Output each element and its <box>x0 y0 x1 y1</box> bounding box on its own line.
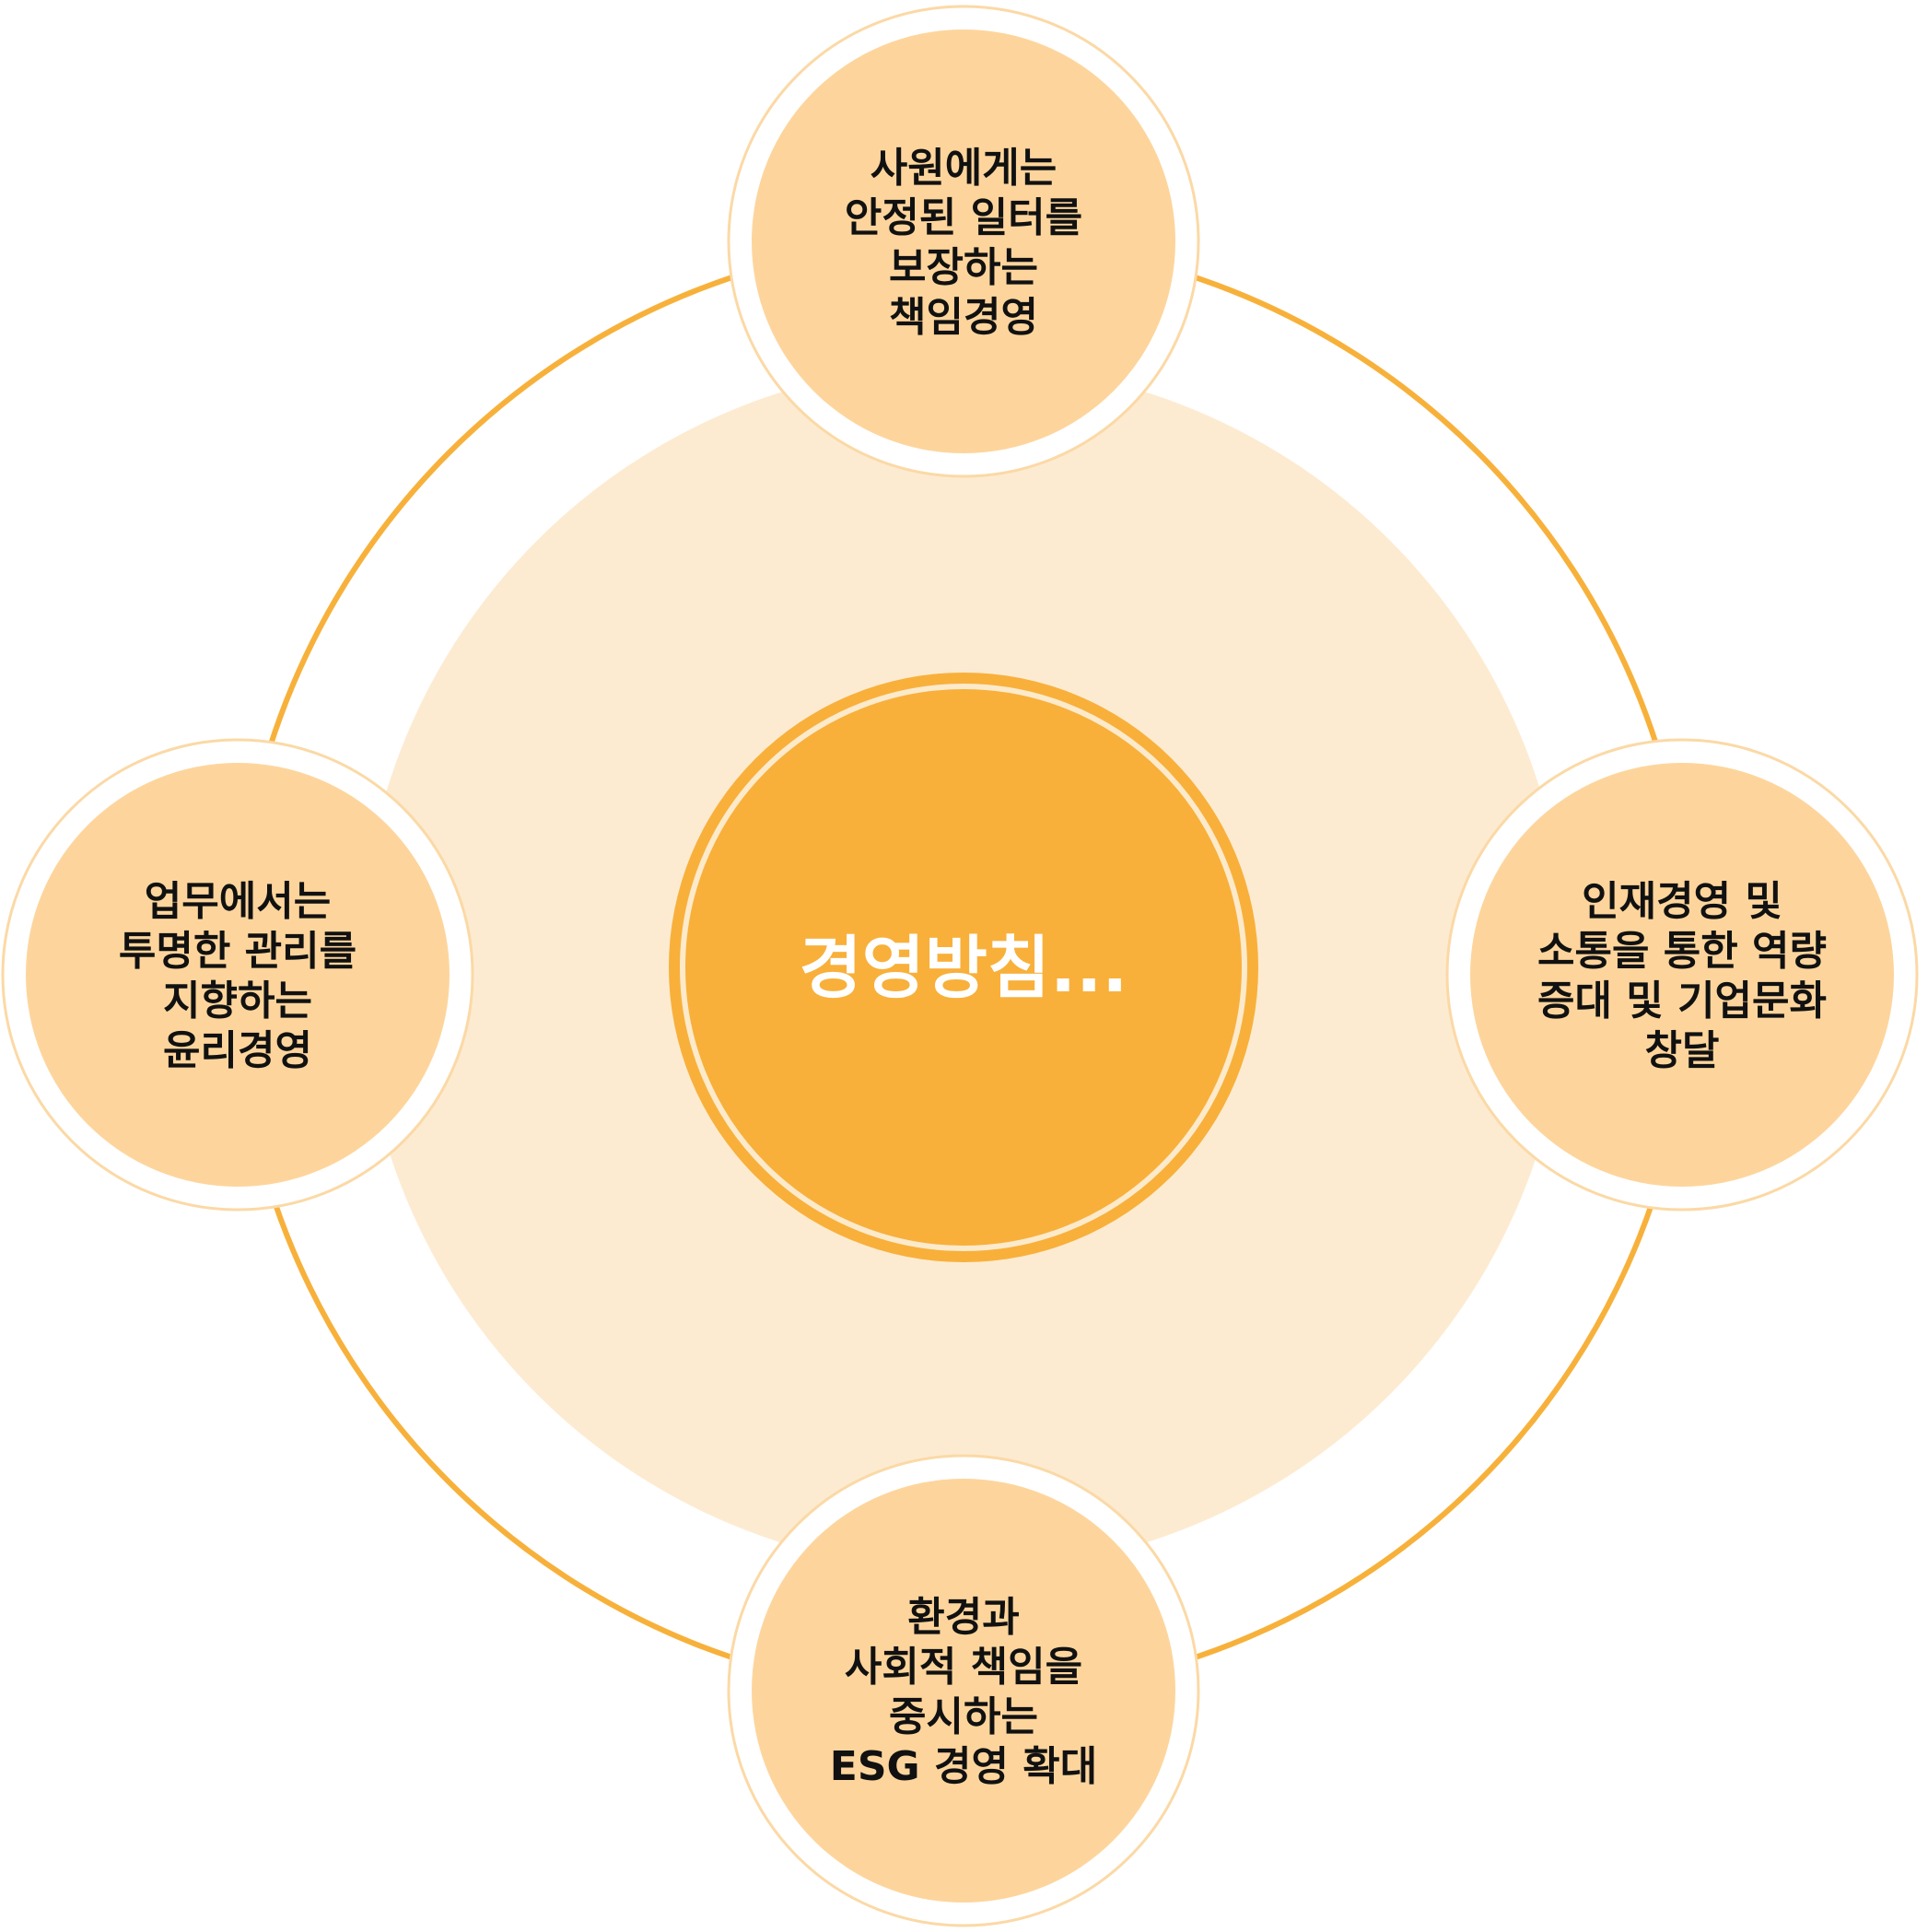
node-left-line-2: 투명한 관리를 <box>119 928 356 975</box>
node-right-line-1: 인재경영 및 <box>1582 878 1782 925</box>
node-left-line-3: 지향하는 <box>163 978 312 1025</box>
node-bottom-line-3: 중시하는 <box>889 1693 1038 1740</box>
node-right-line-4: 창달 <box>1645 1027 1720 1074</box>
node-top-line-4: 책임경영 <box>889 294 1038 341</box>
node-top-line-2: 안정된 일터를 <box>845 194 1082 241</box>
node-left-line-4: 윤리경영 <box>163 1027 312 1074</box>
center-circle-ring <box>680 684 1247 1251</box>
node-left-line-1: 업무에서는 <box>145 878 331 925</box>
node-bottom-line-1: 환경과 <box>907 1594 1019 1641</box>
node-bottom-inner-circle <box>752 1479 1175 1903</box>
center-label: 경영방침... <box>800 929 1128 1008</box>
node-top-inner-circle <box>752 29 1175 453</box>
node-right-line-2: 소통을 통한 역량 <box>1537 928 1827 975</box>
node-right-line-3: 증대 및 기업문화 <box>1537 978 1827 1025</box>
center-hub: 경영방침... <box>669 673 1258 1262</box>
node-right-inner-circle <box>1470 763 1894 1187</box>
node-top-line-3: 보장하는 <box>889 244 1038 291</box>
node-top-line-1: 사원에게는 <box>871 145 1057 192</box>
node-left-inner-circle <box>26 763 450 1187</box>
node-bottom-line-2: 사회적 책임을 <box>845 1644 1082 1691</box>
center-circle-inner <box>691 695 1236 1240</box>
node-bottom-line-4: ESG 경영 확대 <box>830 1743 1097 1790</box>
